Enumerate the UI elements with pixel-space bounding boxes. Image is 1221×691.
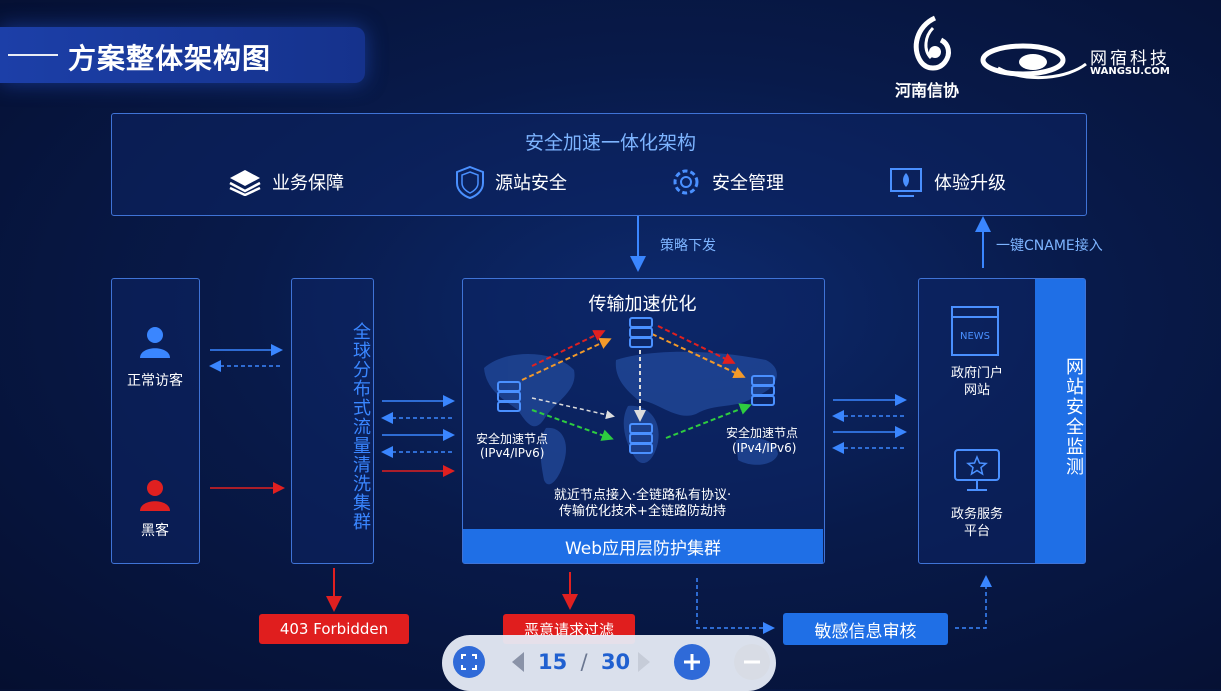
rocket-monitor-icon [890,168,922,197]
shield-icon [456,165,484,199]
service-label-1: 政务服务 [950,507,1003,522]
zoom-out-button[interactable] [733,643,771,681]
current-page: 15 [538,650,568,674]
title-bar [0,27,365,83]
strategy-label: 策略下发 [660,238,716,254]
portal-label-1: 政府门户 [950,366,1003,381]
cname-label: 一键CNAME接入 [996,238,1103,254]
center-title: 传输加速优化 [588,294,697,315]
wangsu-logo-en: WANGSU.COM [1090,66,1170,77]
node-mesh [521,325,752,441]
monitor-label: 网站安全监测 [1063,357,1084,477]
wangsu-logo-icon [980,43,1087,80]
top-architecture-panel [111,113,1087,216]
normal-visitor-label: 正常访客 [127,373,183,389]
user-icon [140,327,170,358]
center-desc-1: 就近节点接入·全链路私有协议· [553,488,732,503]
prev-slide-button[interactable] [508,650,528,674]
top-item-label: 体验升级 [934,173,1006,194]
portal-label-2: 网站 [963,383,990,398]
server-icon [629,423,653,454]
node-right-label: 安全加速节点 [726,426,799,440]
layers-icon [229,170,261,196]
visitor-panel [111,278,200,564]
top-item-business: 业务保障 [228,168,344,196]
monitor-strip [1035,279,1085,563]
zoom-in-button[interactable] [673,643,711,681]
top-item-label: 业务保障 [272,173,344,194]
gear-icon [673,169,699,195]
node-left-label: 安全加速节点 [476,432,549,446]
top-item-experience: 体验升级 [888,168,1006,197]
center-desc-2: 传输优化技术+全链路防劫持 [559,504,726,519]
next-slide-button[interactable] [634,650,654,674]
node-left-sub: (IPv4/IPv6) [480,446,545,460]
fullscreen-button[interactable] [452,645,486,679]
service-label-2: 平台 [963,524,990,539]
top-item-label: 安全管理 [712,173,784,194]
server-icon [751,375,775,406]
page-indicator: 15 / 30 [538,650,630,674]
top-item-label: 源站安全 [495,173,567,194]
cleaning-cluster-label: 全球分布式流量清洗集群 [350,321,371,531]
news-icon: NEWS [951,306,999,356]
wangsu-logo-cn: 网宿科技 [1090,49,1170,69]
henan-logo-icon [913,15,951,71]
page-title: 方案整体架构图 [68,42,272,75]
node-right-sub: (IPv4/IPv6) [732,441,797,455]
forbidden-tag: 403 Forbidden [259,614,409,644]
server-icon [497,381,521,412]
cleaning-cluster-panel [291,278,374,564]
title-decoration-line [8,54,58,56]
audit-tag: 敏感信息审核 [783,613,948,645]
hacker-icon [140,480,170,511]
web-protection-bar: Web应用层防护集群 [463,529,823,563]
top-item-management: 安全管理 [670,168,784,196]
slide-navigation [442,635,776,691]
page-separator: / [580,650,588,674]
server-icon [629,317,653,348]
top-item-origin: 源站安全 [455,165,567,199]
total-pages: 30 [600,650,631,674]
henan-logo-text: 河南信协 [895,81,960,100]
transport-panel [462,278,825,564]
top-panel-title: 安全加速一体化架构 [524,132,696,154]
hacker-label: 黑客 [141,523,169,539]
news-icon-label: NEWS [960,331,990,342]
service-monitor-icon [954,449,1000,491]
